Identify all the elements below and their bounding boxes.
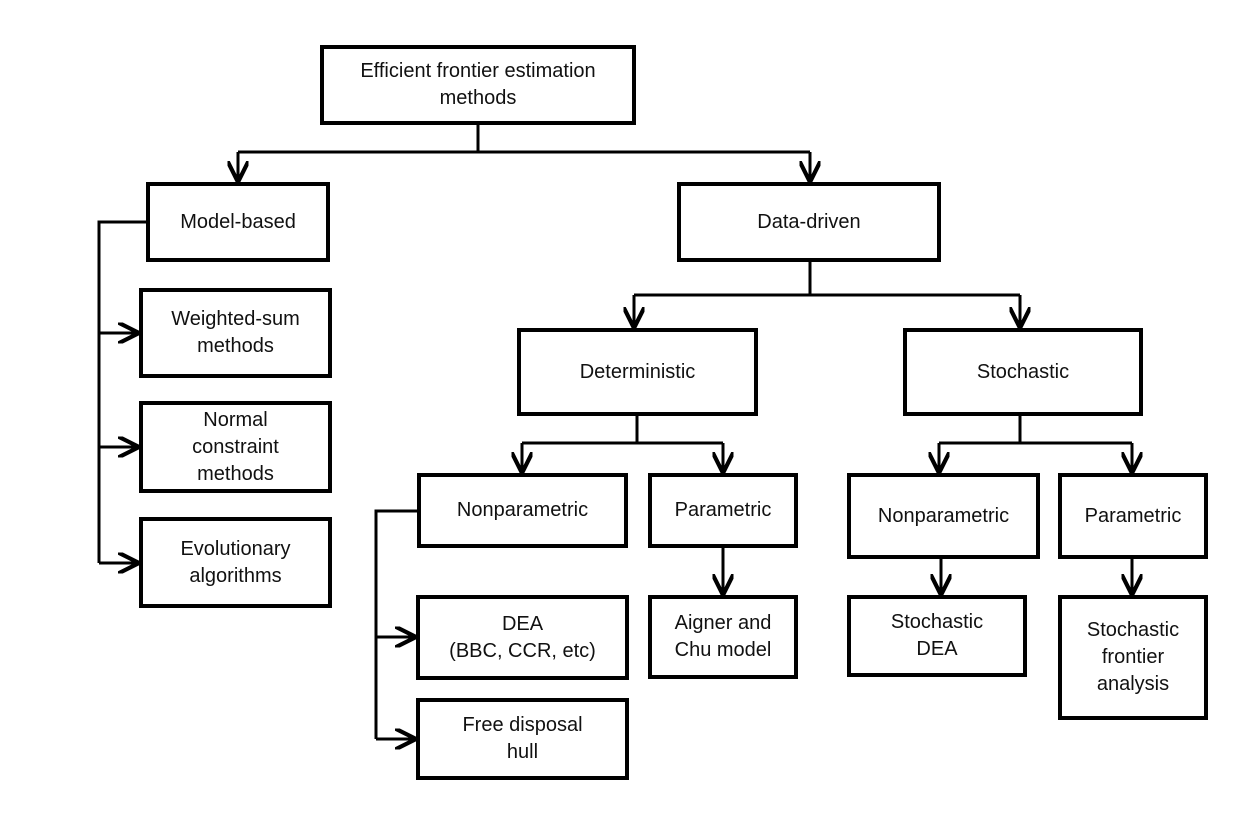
node-deterministic: Deterministic	[517, 328, 758, 416]
connector-det-nonparametric-spine	[374, 509, 417, 739]
node-stochastic: Stochastic	[903, 328, 1143, 416]
node-det-parametric: Parametric	[648, 473, 798, 548]
node-evolutionary-algorithms: Evolutionary algorithms	[139, 517, 332, 608]
node-weighted-sum-methods: Weighted-sum methods	[139, 288, 332, 378]
node-free-disposal-hull: Free disposal hull	[416, 698, 629, 780]
node-root: Efficient frontier estimation methods	[320, 45, 636, 125]
connector-model-based-spine	[97, 220, 146, 563]
node-data-driven: Data-driven	[677, 182, 941, 262]
node-det-nonparametric: Nonparametric	[417, 473, 628, 548]
node-sto-parametric: Parametric	[1058, 473, 1208, 559]
node-aigner-chu-model: Aigner and Chu model	[648, 595, 798, 679]
node-model-based: Model-based	[146, 182, 330, 262]
node-dea: DEA (BBC, CCR, etc)	[416, 595, 629, 680]
node-stochastic-frontier-analysis: Stochastic frontier analysis	[1058, 595, 1208, 720]
node-stochastic-dea: Stochastic DEA	[847, 595, 1027, 677]
node-sto-nonparametric: Nonparametric	[847, 473, 1040, 559]
node-normal-constraint-methods: Normal constraint methods	[139, 401, 332, 493]
